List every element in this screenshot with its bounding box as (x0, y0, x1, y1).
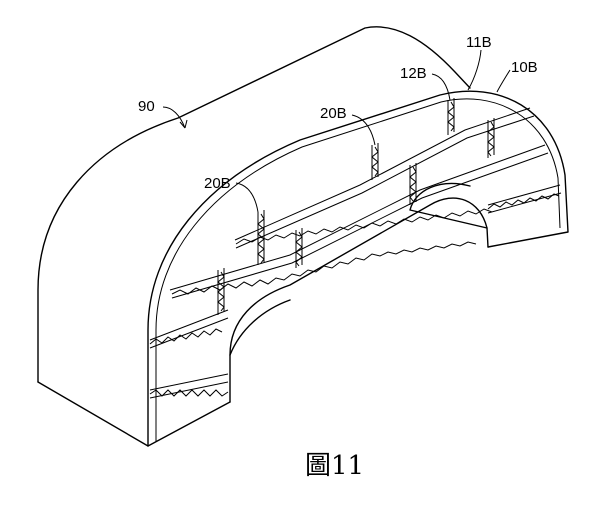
tunnel-edge (230, 183, 487, 355)
label-20b-top: 20B (320, 105, 347, 122)
corrugated-bands (150, 108, 561, 398)
base-edge (38, 382, 230, 446)
label-90: 90 (138, 98, 155, 115)
front-outer-arch (148, 91, 568, 446)
label-12b: 12B (400, 65, 427, 82)
front-inner-opening (230, 198, 488, 402)
figure-caption: 圖11 (305, 451, 364, 481)
label-11b: 11B (466, 34, 492, 51)
vertical-ribs (218, 98, 494, 315)
label-20b-left: 20B (204, 175, 231, 192)
arch-body (38, 27, 568, 446)
label-10b: 10B (511, 59, 538, 76)
